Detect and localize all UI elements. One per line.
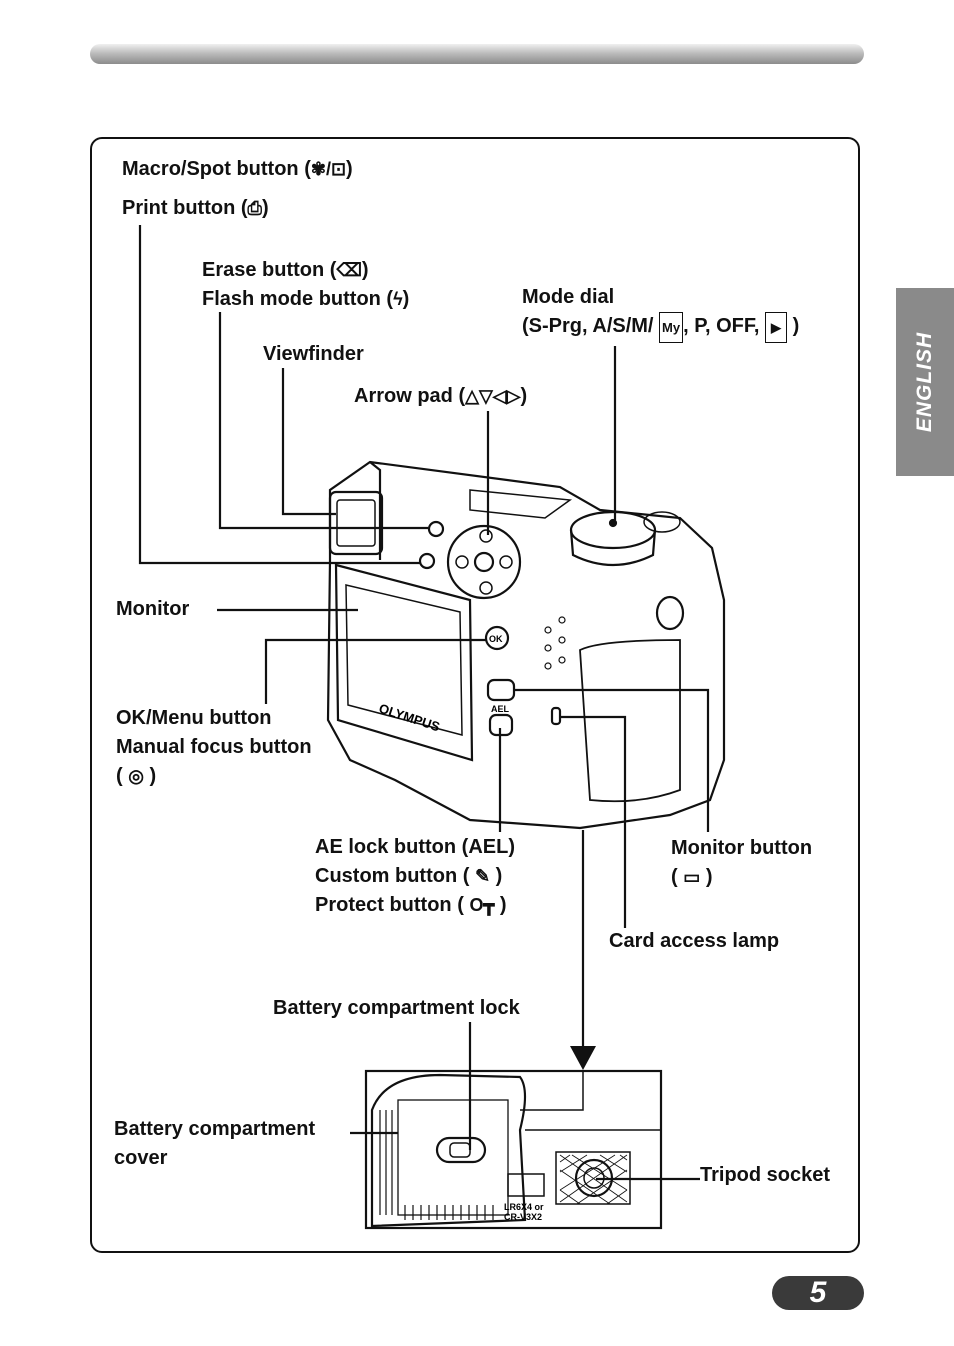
label-battery-compartment-cover: Battery compartment cover	[114, 1118, 316, 1169]
label-monitor-button: Monitor button ( ▭ )	[671, 834, 812, 892]
playback-icon: ▶	[765, 312, 787, 343]
custom-icon: ✎	[474, 866, 491, 886]
language-tab: ENGLISH	[896, 288, 954, 476]
tripod-socket	[574, 1158, 614, 1198]
camera-brand-text: OLYMPUS	[377, 701, 442, 735]
leader-erase-flash	[218, 312, 428, 530]
flash-icon: ϟ	[393, 289, 403, 309]
label-card-access-lamp: Card access lamp	[609, 930, 780, 952]
card-access-lamp	[550, 706, 562, 726]
battery-lock-switch	[435, 1136, 487, 1164]
label-ok-menu-button: OK/Menu button Manual focus button ( ◎ )	[116, 704, 312, 791]
bottom-view-inset	[364, 1069, 663, 1230]
ok-menu-button	[484, 625, 510, 651]
monitor-button-icon: ▭	[683, 867, 701, 887]
page-number: 5	[772, 1276, 864, 1310]
camera-ok-text: OK	[489, 634, 503, 644]
label-viewfinder: Viewfinder	[263, 343, 364, 365]
label-arrow-pad: Arrow pad (△▽◁▷)	[354, 382, 527, 411]
leader-print	[138, 225, 420, 565]
diagram-frame	[90, 137, 860, 1253]
label-tripod-socket: Tripod socket	[700, 1164, 831, 1186]
leader-ok	[264, 638, 486, 704]
camera-body-outline	[326, 460, 726, 830]
flash-erase-button	[427, 520, 445, 538]
battery-spec-line-1: LR6X4 or	[504, 1202, 544, 1212]
label-erase-flash-buttons: Erase button (⌫) Flash mode button (ϟ)	[202, 256, 409, 314]
viewfinder	[328, 490, 384, 556]
print-macro-button	[418, 552, 436, 570]
monitor-button	[486, 678, 516, 702]
my-mode-icon: My	[659, 312, 684, 343]
label-mode-dial: Mode dial (S-Prg, A/S/M/ My, P, OFF, ▶ )	[522, 283, 799, 343]
protect-key-icon: O┳	[469, 895, 495, 915]
arrow-pad-icon: △▽◁▷	[465, 386, 521, 406]
tripod-area	[555, 1151, 631, 1205]
header-bar	[90, 44, 864, 64]
arrow-pad	[446, 524, 522, 600]
ok-button-icon: ◎	[128, 766, 144, 786]
leader-viewfinder	[281, 368, 336, 516]
label-battery-compartment-lock: Battery compartment lock	[273, 997, 520, 1019]
label-print-button: Print button (⎙)	[122, 194, 269, 223]
camera-ael-text: AEL	[491, 704, 510, 714]
arrow-down-icon	[570, 1046, 596, 1070]
monitor-screen	[334, 563, 474, 762]
macro-spot-icon: ✾/⊡	[310, 159, 347, 179]
mode-dial	[569, 510, 657, 550]
erase-icon: ⌫	[336, 260, 362, 280]
label-ae-lock-button: AE lock button (AEL) Custom button ( ✎ )…	[315, 833, 515, 920]
print-icon: ⎙	[247, 198, 262, 218]
label-monitor: Monitor	[116, 598, 190, 620]
battery-spec-line-2: CR-V3X2	[504, 1212, 542, 1222]
label-macro-spot-button: Macro/Spot button (✾/⊡)	[122, 155, 353, 184]
leader-card-lamp	[560, 715, 627, 928]
battery-cover	[370, 1073, 527, 1228]
leader-monitor-button	[514, 688, 710, 832]
